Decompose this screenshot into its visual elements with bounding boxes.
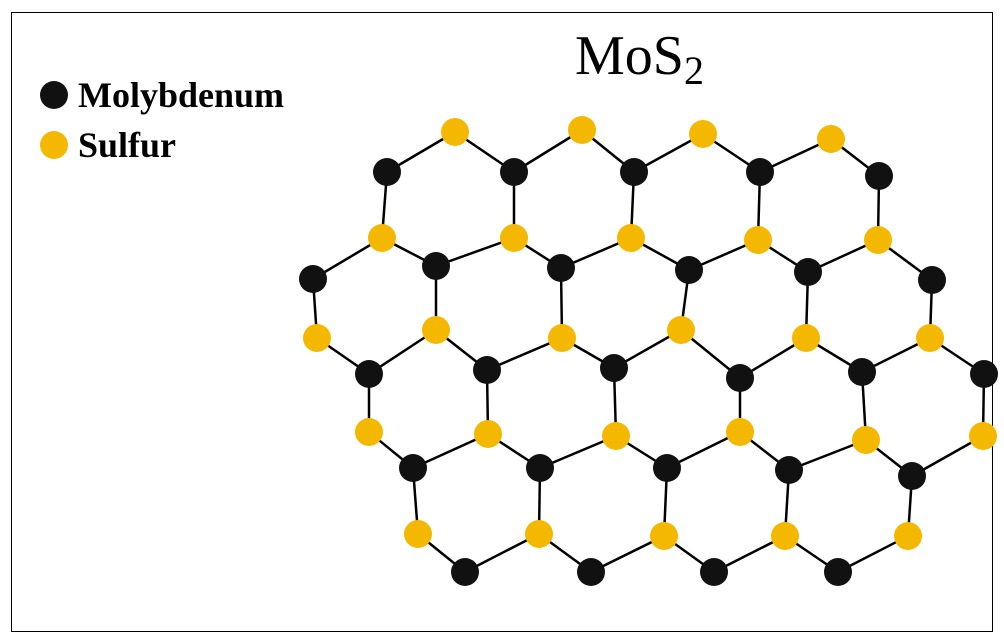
- molybdenum-atom: [547, 254, 575, 282]
- molybdenum-atom: [970, 360, 998, 388]
- molybdenum-atom: [675, 256, 703, 284]
- molybdenum-atom: [299, 265, 327, 293]
- sulfur-atom: [404, 520, 432, 548]
- sulfur-atom: [744, 226, 772, 254]
- sulfur-atom: [422, 316, 450, 344]
- sulfur-atom: [602, 422, 630, 450]
- molybdenum-atom: [824, 558, 852, 586]
- diagram-frame: [11, 12, 993, 632]
- sulfur-atom: [792, 324, 820, 352]
- diagram-title: MoS2: [575, 28, 704, 91]
- molybdenum-atom: [399, 454, 427, 482]
- sulfur-atom: [525, 520, 553, 548]
- sulfur-atom: [568, 116, 596, 144]
- molybdenum-atom: [700, 558, 728, 586]
- sulfur-atom: [500, 224, 528, 252]
- sulfur-atom: [355, 418, 383, 446]
- molybdenum-atom: [600, 354, 628, 382]
- sulfur-atom: [548, 324, 576, 352]
- molybdenum-atom: [726, 364, 754, 392]
- sulfur-atom: [368, 224, 396, 252]
- sulfur-atom: [771, 522, 799, 550]
- molybdenum-atom: [898, 462, 926, 490]
- legend-item-sulfur: Sulfur: [40, 120, 284, 170]
- molybdenum-atom: [473, 356, 501, 384]
- sulfur-atom: [916, 324, 944, 352]
- title-subscript: 2: [683, 48, 704, 93]
- title-main: MoS: [575, 25, 684, 87]
- molybdenum-atom: [577, 558, 605, 586]
- bond-layer: [311, 128, 986, 574]
- molybdenum-dot-icon: [40, 81, 68, 109]
- legend-item-molybdenum: Molybdenum: [40, 70, 284, 120]
- sulfur-atom: [617, 224, 645, 252]
- legend: Molybdenum Sulfur: [40, 70, 284, 170]
- molybdenum-atom: [451, 558, 479, 586]
- legend-label-molybdenum: Molybdenum: [78, 75, 285, 115]
- sulfur-atom: [852, 426, 880, 454]
- sulfur-atom: [441, 118, 469, 146]
- sulfur-atom: [689, 120, 717, 148]
- molybdenum-atom: [500, 158, 528, 186]
- molybdenum-atom: [373, 158, 401, 186]
- sulfur-atom: [726, 418, 754, 446]
- molybdenum-atom: [775, 456, 803, 484]
- molybdenum-atom: [794, 258, 822, 286]
- sulfur-atom: [474, 420, 502, 448]
- sulfur-atom: [667, 316, 695, 344]
- molybdenum-atom: [620, 158, 648, 186]
- sulfur-atom: [650, 522, 678, 550]
- molybdenum-atom: [918, 266, 946, 294]
- molybdenum-atom: [422, 252, 450, 280]
- molybdenum-atom: [848, 358, 876, 386]
- molybdenum-atom: [653, 454, 681, 482]
- molybdenum-atom: [526, 454, 554, 482]
- sulfur-atom: [894, 522, 922, 550]
- molybdenum-atom: [746, 158, 774, 186]
- sulfur-dot-icon: [40, 131, 68, 159]
- sulfur-atom: [864, 226, 892, 254]
- molybdenum-atom: [865, 162, 893, 190]
- sulfur-atom: [303, 324, 331, 352]
- sulfur-atom: [969, 422, 997, 450]
- atom-layer: [299, 116, 998, 586]
- molybdenum-atom: [355, 360, 383, 388]
- legend-label-sulfur: Sulfur: [78, 125, 177, 165]
- sulfur-atom: [817, 125, 845, 153]
